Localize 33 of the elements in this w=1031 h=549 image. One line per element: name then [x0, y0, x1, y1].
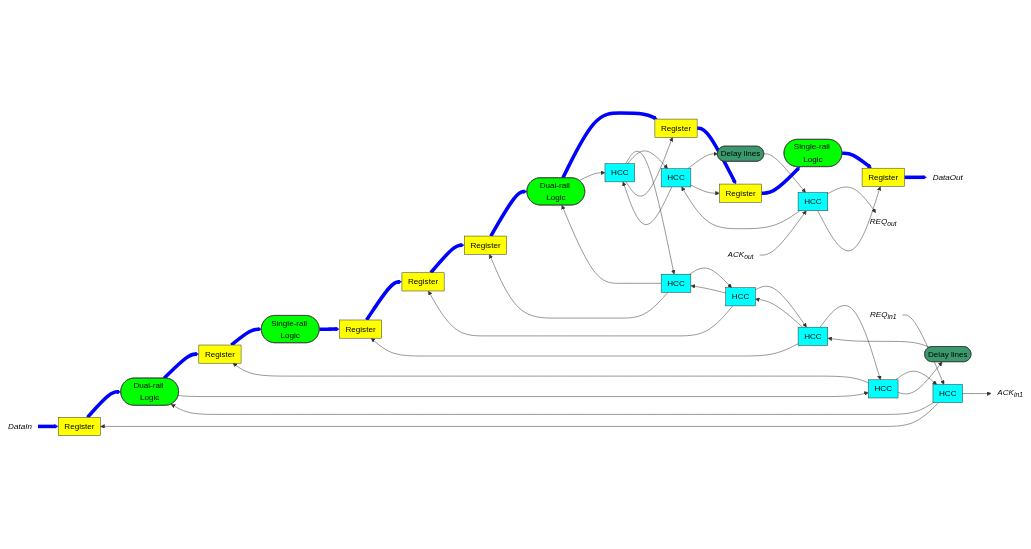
node-box: Register	[339, 319, 382, 339]
node-box: HCC	[604, 163, 635, 183]
node-box: HCC	[725, 287, 756, 307]
arrow	[230, 327, 262, 347]
node-text: DataOut	[932, 172, 963, 182]
node-box: Register	[464, 236, 507, 255]
node-box: HCC	[660, 274, 692, 293]
arrow	[86, 389, 122, 419]
node-text: ACK$_{out}$	[727, 249, 754, 261]
arrow	[319, 327, 340, 332]
node-text: ACK$_{in1}$	[997, 388, 1023, 400]
node-box: Register	[57, 417, 101, 436]
node-box: HCC	[797, 192, 828, 212]
node-text: DataIn	[8, 422, 32, 431]
arrow	[489, 189, 528, 238]
arrow	[904, 175, 927, 180]
node-box: HCC	[797, 327, 828, 346]
arrow	[697, 126, 737, 185]
node-box: Register	[719, 184, 762, 203]
node-text: REQ$_{out}$	[869, 217, 897, 229]
arrow	[37, 424, 59, 429]
node-text: REQ$_{in1}$	[869, 309, 897, 321]
arrow	[162, 352, 199, 380]
node-box: Register	[401, 272, 445, 292]
node-box: Register	[861, 168, 905, 187]
arrow	[842, 151, 872, 169]
arrow	[365, 279, 403, 322]
node-box: Register	[654, 119, 698, 138]
node-box: Register	[198, 344, 242, 364]
node-box: HCC	[660, 168, 692, 188]
node-box: HCC	[932, 384, 963, 404]
arrow	[761, 166, 801, 196]
node-box: HCC	[868, 379, 899, 399]
